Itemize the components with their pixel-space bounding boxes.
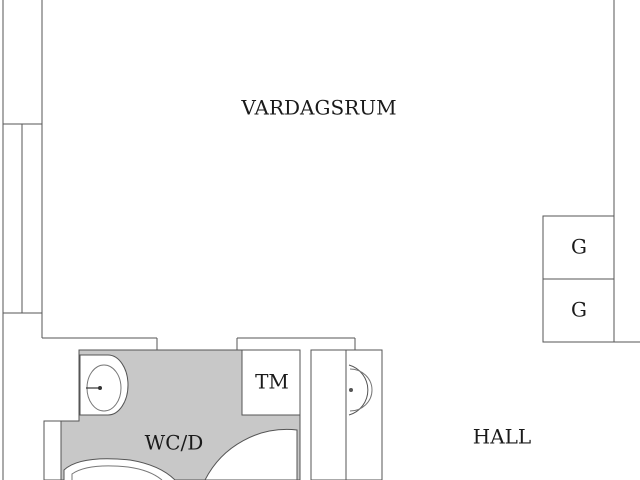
wardrobe-label-bottom: G <box>571 298 587 322</box>
wardrobe-label-top: G <box>571 235 587 259</box>
room-label-wc: WC/D <box>145 431 204 455</box>
wardrobe-bottom <box>542 278 615 343</box>
toilet-icon <box>43 420 176 480</box>
vardagsrum-walls <box>41 0 615 350</box>
sink-icon <box>348 364 373 416</box>
shower-door-icon <box>204 428 298 480</box>
washbasin-icon <box>79 354 129 416</box>
kitchen-column <box>310 349 383 480</box>
room-label-vardagsrum: VARDAGSRUM <box>240 96 396 120</box>
window-left <box>2 123 43 314</box>
room-label-hall: HALL <box>473 425 531 449</box>
tm-box <box>241 349 301 416</box>
room-label-tm: TM <box>255 370 289 394</box>
